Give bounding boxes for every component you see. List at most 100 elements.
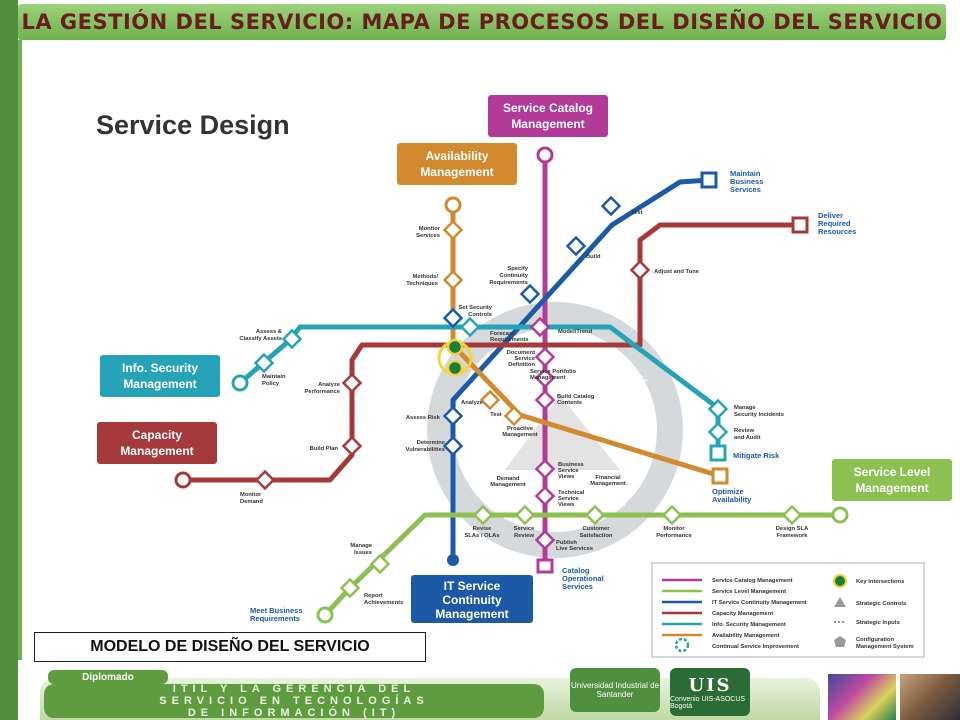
- box-availability-l1: Availability: [426, 149, 489, 163]
- box-info-security-l1: Info. Security: [122, 361, 198, 375]
- station-monitor-performance: [661, 504, 683, 526]
- legend-l5: Info. Security Management: [712, 622, 786, 628]
- footer-line-3: DE INFORMACIÓN (IT): [187, 707, 401, 719]
- lbl-tsv-2: Service: [558, 496, 579, 502]
- lbl-set-security-1: Set Security: [458, 305, 492, 311]
- legend-l2: Service Level Management: [712, 589, 786, 595]
- ep-mitigate: Mitigate Risk: [733, 451, 780, 460]
- lbl-test-mid: Test: [490, 412, 502, 418]
- box-info-security-l2: Management: [123, 377, 196, 391]
- lbl-service-review-2: Review: [514, 533, 534, 539]
- lbl-build-catalog-2: Contents: [557, 400, 582, 406]
- station-business-views: [534, 458, 556, 480]
- lbl-vuln-2: Vulnerabilities: [406, 447, 445, 453]
- capacity-end: [791, 216, 809, 234]
- legend-s3: Strategic Inputs: [856, 620, 900, 626]
- station-assess-risk: [442, 405, 464, 427]
- footer-program: ITIL Y LA GERENCIA DEL SERVICIO EN TECNO…: [44, 683, 544, 719]
- ep-maintain-3: Services: [730, 185, 761, 194]
- lbl-report-1: Report: [364, 593, 383, 599]
- continuity-end: [700, 171, 718, 189]
- lbl-adjust: Adjust and Tune: [654, 269, 700, 275]
- box-service-catalog-l1: Service Catalog: [503, 101, 593, 115]
- box-capacity-l1: Capacity: [132, 428, 182, 442]
- ep-meet-1: Meet Business: [250, 606, 303, 615]
- legend-cms-icon: [834, 636, 846, 647]
- box-it-continuity-l2: Continuity: [442, 593, 502, 607]
- lbl-review-audit-2: and Audit: [734, 435, 761, 441]
- ep-optimize-1: Optimize: [712, 487, 744, 496]
- ep-catalog-1: Catalog: [562, 566, 590, 575]
- lbl-report-2: Achievements: [364, 600, 403, 606]
- lbl-model-trend: Model/Trend: [558, 329, 593, 335]
- legend-s5: Management System: [856, 644, 914, 650]
- lbl-customer-1: Customer: [582, 526, 610, 532]
- lbl-methods-1: Methods/: [413, 274, 439, 280]
- lbl-publish-1: Publish: [556, 540, 577, 546]
- lbl-set-security-2: Controls: [468, 312, 492, 318]
- diagram-caption: MODELO DE DISEÑO DEL SERVICIO: [34, 632, 426, 662]
- box-capacity-l2: Management: [120, 444, 193, 458]
- legend-key-intersection-icon: [833, 574, 847, 588]
- lbl-monitor-demand-1: Monitor: [240, 492, 262, 498]
- lbl-incidents-1: Manage: [734, 405, 756, 411]
- box-service-level-l2: Management: [855, 481, 928, 495]
- left-accent-bar: [0, 0, 18, 720]
- endpoint-labels: Maintain Business Services Deliver Requi…: [250, 169, 856, 623]
- station-publish: [534, 529, 556, 551]
- lbl-analyze-perf-2: Performance: [305, 389, 341, 395]
- lbl-revise-2: SLAs / OLAs: [464, 533, 499, 539]
- legend-symbols: [833, 574, 847, 647]
- lbl-review-audit-1: Review: [734, 428, 754, 434]
- management-boxes: Service Catalog Management Availability …: [97, 95, 952, 623]
- ep-catalog-3: Services: [562, 582, 593, 591]
- lbl-financial-2: Management: [590, 481, 626, 487]
- station-labels: Monitor Services Methods/ Techniques Set…: [239, 210, 809, 606]
- lbl-maintain-policy-1: Maintain: [262, 374, 286, 380]
- ep-meet-2: Requirements: [250, 614, 300, 623]
- box-service-level: Service Level Management: [832, 459, 952, 501]
- station-build-catalog: [534, 389, 556, 411]
- lbl-monitor-perf-2: Performance: [656, 533, 692, 539]
- ep-deliver-2: Required: [818, 219, 851, 228]
- lbl-tsv-1: Technical: [558, 490, 585, 496]
- station-model-trend: [529, 316, 551, 338]
- station-monitor-demand: [254, 469, 276, 491]
- ep-maintain-1: Maintain: [730, 169, 761, 178]
- legend-s4: Configuration: [856, 637, 894, 643]
- legend-strategic-control-icon: [834, 597, 846, 607]
- lbl-customer-2: Satisfaction: [580, 533, 613, 539]
- lbl-monitor-services-1: Monitor: [419, 226, 441, 232]
- legend-l4: Capacity Management: [712, 611, 773, 617]
- lbl-financial-1: Financial: [595, 475, 621, 481]
- cycle-ring: DO CHECK ACT PLAN: [427, 302, 683, 558]
- lbl-build-plan: Build Plan: [310, 446, 339, 452]
- lbl-portfolio-2: Management: [530, 375, 566, 381]
- lbl-bsv-1: Business: [558, 462, 584, 468]
- legend-l6: Availability Management: [712, 633, 780, 639]
- legend-l7: Continual Service Improvement: [712, 644, 799, 650]
- continuity-start: [447, 554, 459, 566]
- diagram-title: Service Design: [96, 110, 290, 140]
- capacity-start: [174, 471, 192, 489]
- lbl-forecast-1: Forecast: [490, 331, 514, 337]
- lbl-document-1: Document: [507, 350, 535, 356]
- availability-end: [711, 467, 729, 485]
- level-end: [831, 506, 849, 524]
- station-adjust: [629, 259, 651, 281]
- station-manage-incidents: [707, 398, 729, 420]
- box-service-catalog-l2: Management: [511, 117, 584, 131]
- lbl-specify-1: Specify: [507, 266, 528, 272]
- lbl-monitor-demand-2: Demand: [240, 499, 263, 505]
- decorative-photo-1: [828, 674, 896, 720]
- station-assess-classify: [281, 328, 303, 350]
- level-start: [316, 606, 334, 624]
- lbl-proactive-1: Proactive: [507, 426, 534, 432]
- lbl-document-3: Definition: [508, 362, 535, 368]
- lbl-methods-2: Techniques: [406, 281, 438, 287]
- catalog-start: [536, 146, 554, 164]
- station-service-review: [514, 504, 536, 526]
- slide-title: LA GESTIÓN DEL SERVICIO: MAPA DE PROCESO…: [21, 10, 943, 34]
- station-design-sla: [781, 504, 803, 526]
- availability-start: [444, 196, 462, 214]
